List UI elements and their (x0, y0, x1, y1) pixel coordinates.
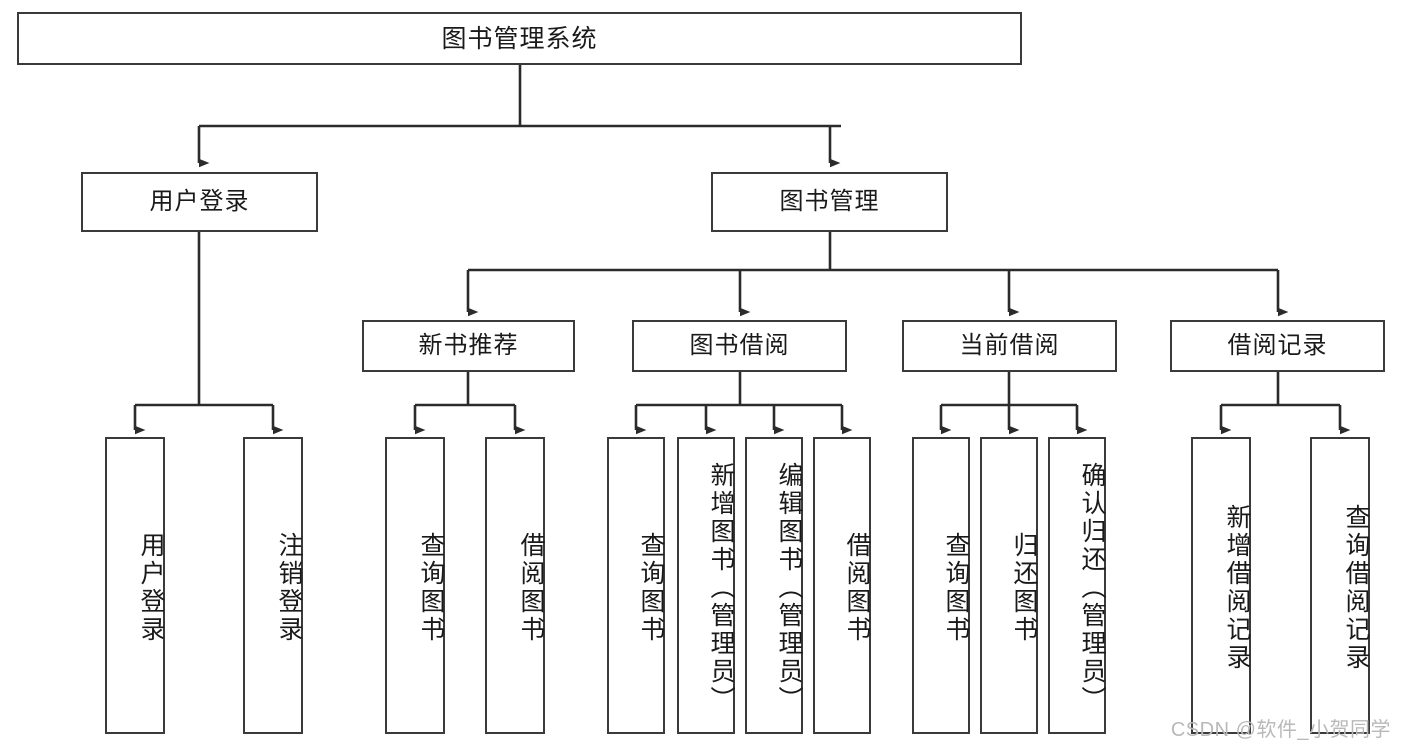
leaf-current-borrow-query[interactable]: 查询图书 (912, 437, 970, 734)
node-label: 编辑图书（管理员） (775, 461, 803, 714)
leaf-book-borrow-add[interactable]: 新增图书（管理员） (677, 437, 735, 734)
watermark: CSDN @软件_小贺同学 (1170, 719, 1391, 741)
node-book-borrow[interactable]: 图书借阅 (632, 320, 847, 372)
node-label: 确认归还（管理员） (1078, 461, 1106, 714)
node-label: 新增图书（管理员） (707, 461, 735, 714)
leaf-borrow-record-query[interactable]: 查询借阅记录 (1310, 437, 1370, 734)
node-label: 用户登录 (137, 531, 165, 644)
node-label: 图书管理系统 (441, 24, 598, 53)
node-label: 查询借阅记录 (1342, 503, 1370, 672)
leaf-user-login-login[interactable]: 用户登录 (105, 437, 165, 734)
node-label: 查询图书 (637, 531, 665, 644)
node-label: 当前借阅 (959, 331, 1060, 359)
leaf-borrow-record-add[interactable]: 新增借阅记录 (1191, 437, 1251, 734)
node-label: 借阅记录 (1227, 331, 1328, 359)
node-book-management[interactable]: 图书管理 (711, 172, 948, 232)
node-user-login[interactable]: 用户登录 (81, 172, 318, 232)
node-root-system[interactable]: 图书管理系统 (17, 12, 1022, 65)
node-label: 用户登录 (149, 187, 250, 215)
node-label: 新书推荐 (418, 331, 519, 359)
node-label: 借阅图书 (517, 531, 545, 644)
node-label: 新增借阅记录 (1223, 503, 1251, 672)
leaf-current-borrow-confirm-return[interactable]: 确认归还（管理员） (1048, 437, 1106, 734)
node-borrow-record[interactable]: 借阅记录 (1170, 320, 1385, 372)
node-label: 查询图书 (417, 531, 445, 644)
node-label: 图书管理 (779, 187, 880, 215)
node-label: 归还图书 (1010, 531, 1038, 644)
leaf-book-borrow-query[interactable]: 查询图书 (607, 437, 665, 734)
leaf-current-borrow-return[interactable]: 归还图书 (980, 437, 1038, 734)
node-new-book-recommend[interactable]: 新书推荐 (362, 320, 575, 372)
node-label: 查询图书 (942, 531, 970, 644)
leaf-new-book-query[interactable]: 查询图书 (385, 437, 445, 734)
node-label: 注销登录 (275, 531, 303, 644)
leaf-new-book-borrow[interactable]: 借阅图书 (485, 437, 545, 734)
node-label: 借阅图书 (843, 531, 871, 644)
node-label: 图书借阅 (689, 331, 790, 359)
leaf-user-login-logout[interactable]: 注销登录 (243, 437, 303, 734)
leaf-book-borrow-borrow[interactable]: 借阅图书 (813, 437, 871, 734)
node-current-borrow[interactable]: 当前借阅 (902, 320, 1117, 372)
leaf-book-borrow-edit[interactable]: 编辑图书（管理员） (745, 437, 803, 734)
